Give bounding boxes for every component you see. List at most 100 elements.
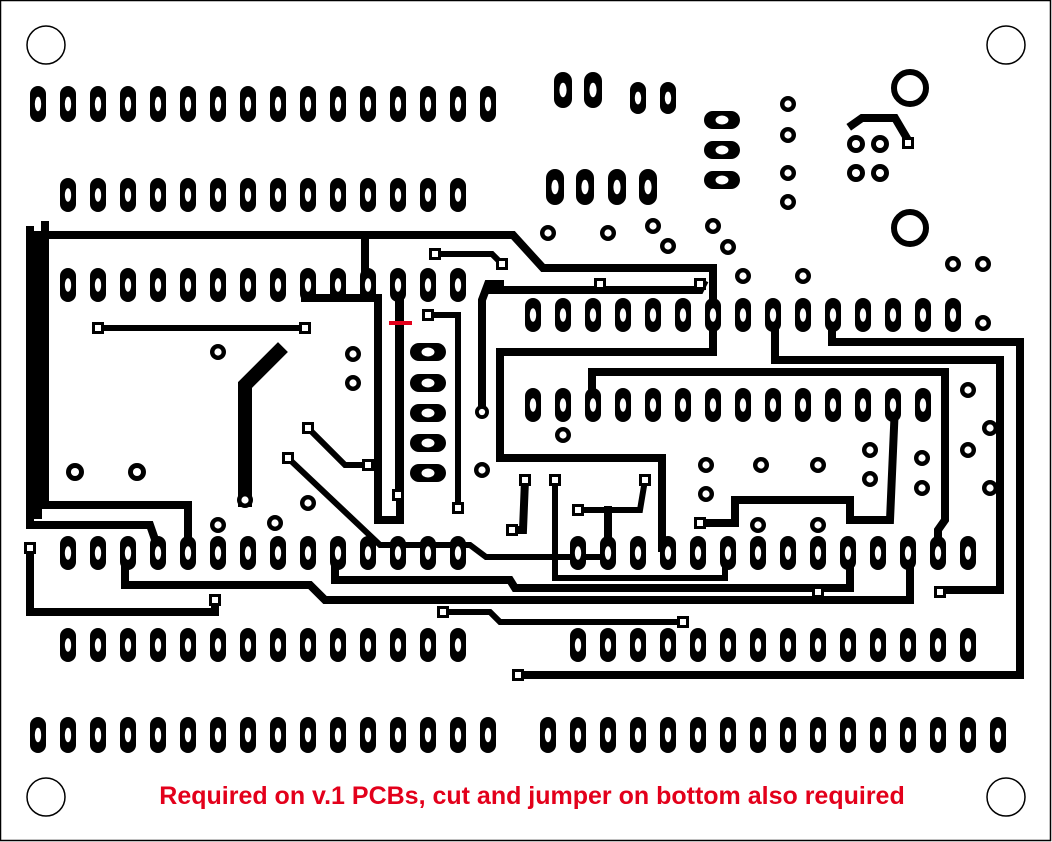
pad-drill (702, 461, 710, 469)
pad-drill (274, 638, 282, 652)
pad-drill (875, 139, 885, 149)
pad-drill (724, 638, 732, 652)
pad-drill (394, 188, 402, 202)
pad-drill (440, 609, 446, 615)
pad-drill (937, 589, 943, 595)
pad-drill (739, 308, 747, 322)
pad-drill (432, 251, 438, 257)
pad-drill (559, 398, 567, 412)
pad-drill (124, 638, 132, 652)
pad-drill (559, 308, 567, 322)
pad-drill (754, 727, 762, 743)
pad-drill (64, 546, 72, 560)
pad-drill (994, 727, 1002, 743)
pad-drill (132, 467, 142, 477)
pad-drill (859, 398, 867, 412)
pad-drill (739, 398, 747, 412)
pad-drill (424, 278, 432, 292)
pad-drill (364, 638, 372, 652)
pad-drill (214, 348, 222, 356)
pad-drill (424, 188, 432, 202)
pad-drill (394, 278, 402, 292)
pad-drill (844, 638, 852, 652)
pad-drill (244, 638, 252, 652)
pad-drill (814, 461, 822, 469)
pad-drill (904, 638, 912, 652)
pad-drill (334, 638, 342, 652)
pad-drill (334, 278, 342, 292)
pad-drill (244, 188, 252, 202)
pad-drill (649, 398, 657, 412)
pad-drill (784, 638, 792, 652)
pad-drill (184, 638, 192, 652)
pad-drill (304, 188, 312, 202)
pad-drill (274, 546, 282, 560)
pad-drill (421, 468, 435, 478)
pad-drill (334, 546, 342, 560)
pad-drill (154, 638, 162, 652)
pad-drill (642, 477, 648, 483)
pad-drill (694, 546, 702, 560)
pad-drill (581, 179, 589, 195)
pad-drill (575, 507, 581, 513)
pad-drill (214, 638, 222, 652)
pad-drill (784, 169, 792, 177)
pad-drill (934, 638, 942, 652)
pad-drill (94, 727, 102, 743)
pad-drill (694, 727, 702, 743)
pad-drill (918, 484, 926, 492)
mounting-hole (26, 777, 66, 817)
pad-drill (724, 546, 732, 560)
pad-drill (271, 519, 279, 527)
pad-drill (425, 312, 431, 318)
copper-trace (425, 312, 461, 511)
pad-drill (604, 727, 612, 743)
pad-drill (634, 638, 642, 652)
pad-drill (815, 589, 821, 595)
pad-drill (244, 727, 252, 743)
pad-drill (424, 546, 432, 560)
pad-drill (421, 408, 435, 418)
pad-drill (904, 546, 912, 560)
pad-drill (874, 638, 882, 652)
pad-drill (709, 222, 717, 230)
pad-drill (784, 727, 792, 743)
pad-drill (154, 546, 162, 560)
revision-note: Required on v.1 PCBs, cut and jumper on … (159, 782, 905, 810)
pad-drill (679, 308, 687, 322)
pad-drill (154, 188, 162, 202)
pad-drill (619, 398, 627, 412)
copper-trace (41, 221, 192, 552)
copper-trace (283, 453, 613, 560)
pad-drill (979, 260, 987, 268)
pad-drill (214, 278, 222, 292)
pad-drill (814, 638, 822, 652)
pad-drill (394, 546, 402, 560)
pad-drill (649, 222, 657, 230)
pad-drill (274, 727, 282, 743)
pad-drill (349, 350, 357, 358)
pad-drill (214, 188, 222, 202)
pad-drill (754, 521, 762, 529)
pad-drill (874, 727, 882, 743)
pad-drill (421, 438, 435, 448)
pad-drill (94, 188, 102, 202)
pad-drill (664, 727, 672, 743)
pad-drill (214, 96, 222, 112)
copper-trace (331, 544, 854, 592)
mounting-hole (26, 25, 66, 65)
pad-drill (604, 229, 612, 237)
pad-drill (334, 727, 342, 743)
pad-drill (364, 188, 372, 202)
pad-drill (484, 727, 492, 743)
pad-drill (454, 546, 462, 560)
pad-drill (574, 727, 582, 743)
pad-drill (154, 96, 162, 112)
pad-drill (784, 100, 792, 108)
pad-drill (799, 308, 807, 322)
pad-drill (739, 272, 747, 280)
pad-drill (305, 425, 311, 431)
pad-drill (979, 319, 987, 327)
pad-drill (544, 229, 552, 237)
pad-drill (478, 408, 486, 416)
